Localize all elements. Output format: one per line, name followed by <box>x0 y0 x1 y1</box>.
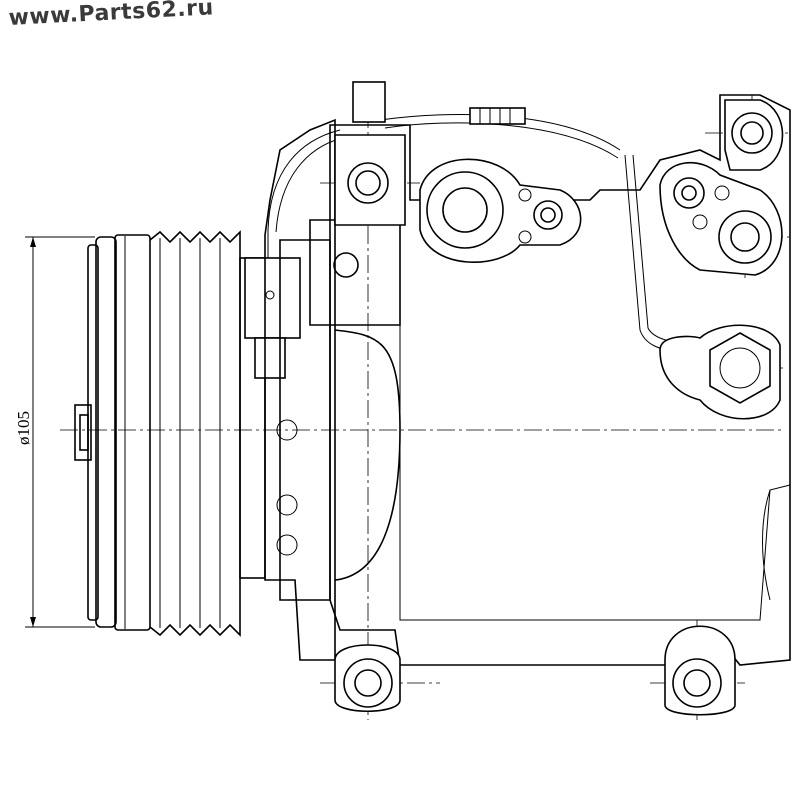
electrical-connector <box>244 129 343 379</box>
pulley <box>74 230 266 637</box>
bottom-mount-bosses <box>334 625 736 716</box>
hex-bolt <box>659 324 781 420</box>
compressor-body <box>329 81 791 666</box>
diameter-dimension <box>25 236 95 628</box>
port-plate <box>419 158 582 263</box>
rear-mount-bosses <box>659 99 784 276</box>
top-mount-boss <box>334 134 406 226</box>
